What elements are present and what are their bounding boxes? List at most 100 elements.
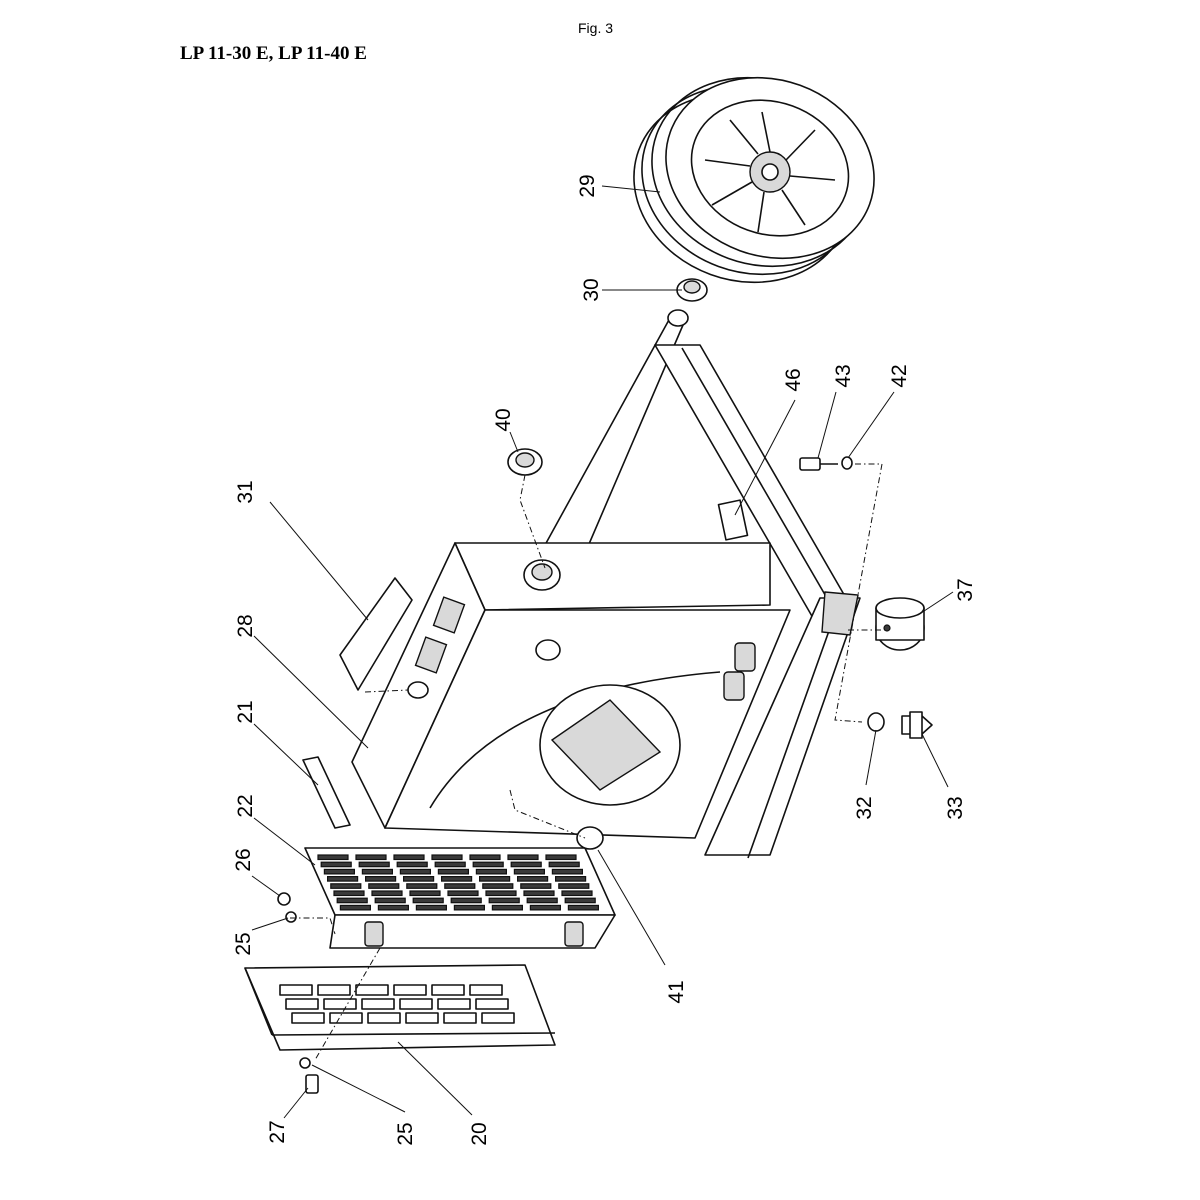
grille-slot <box>488 897 520 904</box>
grille-slot <box>409 890 441 897</box>
grille-slot <box>469 854 501 861</box>
grille-slot <box>336 897 368 904</box>
tray-slot <box>469 984 503 996</box>
grille-slot <box>355 854 387 861</box>
grille-slot <box>396 861 428 868</box>
callout-40: 40 <box>492 408 515 431</box>
grille-slot <box>482 883 514 889</box>
frame-axle <box>533 309 861 859</box>
callout-labels: 29 30 46 43 42 40 31 28 21 22 26 25 37 3… <box>232 174 977 1145</box>
grille-slot <box>564 897 596 904</box>
washer-25 <box>285 911 297 923</box>
callout-31: 31 <box>234 480 257 503</box>
tray-slot <box>355 984 389 996</box>
callout-28: 28 <box>234 614 257 637</box>
cable-glands <box>723 642 756 701</box>
grille-slot <box>545 854 577 861</box>
grille-slot <box>441 875 473 882</box>
grille-slot <box>412 897 444 904</box>
tray-slot <box>367 1012 401 1024</box>
callout-37: 37 <box>954 578 977 601</box>
callout-42: 42 <box>888 364 911 387</box>
grille-slot <box>406 883 438 889</box>
assembly-lines <box>290 463 885 1061</box>
grille-slot <box>558 883 590 889</box>
wheel-29 <box>633 76 875 284</box>
nut-26 <box>277 892 291 906</box>
grille-slot <box>377 904 409 911</box>
callout-21: 21 <box>234 700 257 723</box>
tray-slot <box>393 984 427 996</box>
callout-29: 29 <box>576 174 599 197</box>
grille-slot <box>374 897 406 904</box>
grille-slot <box>403 875 435 882</box>
washer-25-lower <box>299 1057 311 1069</box>
tray-slot <box>279 984 313 996</box>
callout-33: 33 <box>944 796 967 819</box>
grille-slot <box>368 883 400 889</box>
grille-slot <box>561 890 593 897</box>
grille-slot <box>516 875 549 882</box>
housing-28 <box>351 542 791 839</box>
grille-slot <box>510 861 542 868</box>
grille-slot <box>327 875 359 882</box>
grille-slot <box>472 861 504 868</box>
callout-46: 46 <box>782 368 805 391</box>
grille-slot <box>323 868 355 875</box>
grille-slot <box>333 890 365 897</box>
tray-slot <box>431 984 465 996</box>
grille-slot <box>529 904 562 911</box>
grille-slot <box>317 854 349 861</box>
grille-slot <box>431 854 463 861</box>
callout-30: 30 <box>580 278 603 301</box>
grille-slot <box>361 868 393 875</box>
callout-20: 20 <box>468 1122 491 1145</box>
grille-slot <box>447 890 479 897</box>
grommet-40 <box>507 448 543 476</box>
tray-slot <box>317 984 351 996</box>
cover-strip-21 <box>302 756 351 829</box>
fitting-41 <box>364 826 604 947</box>
grille-slot <box>339 904 371 911</box>
grille-slot <box>551 868 584 875</box>
model-title: LP 11-30 E, LP 11-40 E <box>180 43 367 64</box>
grille-slot <box>485 890 517 897</box>
foot-37 <box>875 597 925 651</box>
grille-slot <box>453 904 485 911</box>
grille-slot <box>554 875 587 882</box>
grille-slot <box>415 904 447 911</box>
grille-slot <box>393 854 425 861</box>
tray-slot <box>285 998 319 1010</box>
grille-slot <box>358 861 390 868</box>
grille-slot <box>434 861 466 868</box>
callout-41: 41 <box>665 980 688 1003</box>
tray-slot <box>437 998 471 1010</box>
tray-slot <box>361 998 395 1010</box>
grille-slot <box>444 883 476 889</box>
figure-label: Fig. 3 <box>578 20 614 36</box>
grille-slot <box>548 861 580 868</box>
grille-slot <box>365 875 397 882</box>
callout-27: 27 <box>266 1120 289 1143</box>
grille-slot <box>507 854 539 861</box>
tray-slot <box>443 1012 477 1024</box>
grille-22 <box>304 847 616 949</box>
grille-slot <box>450 897 482 904</box>
leader-lines <box>251 185 954 1119</box>
grille-slot <box>371 890 403 897</box>
grille-slot <box>320 861 352 868</box>
grille-slot <box>475 868 507 875</box>
cover-plate-31 <box>339 577 413 691</box>
grille-slot <box>437 868 469 875</box>
grille-slot <box>479 875 511 882</box>
callout-43: 43 <box>832 364 855 387</box>
tray-20 <box>244 964 556 1051</box>
grille-slot <box>491 904 523 911</box>
tray-slot <box>405 1012 439 1024</box>
grille-slot <box>567 904 600 911</box>
tray-slot <box>329 1012 363 1024</box>
grille-slot <box>526 897 558 904</box>
tray-slot <box>291 1012 325 1024</box>
screw-43-washer-42 <box>799 456 853 471</box>
